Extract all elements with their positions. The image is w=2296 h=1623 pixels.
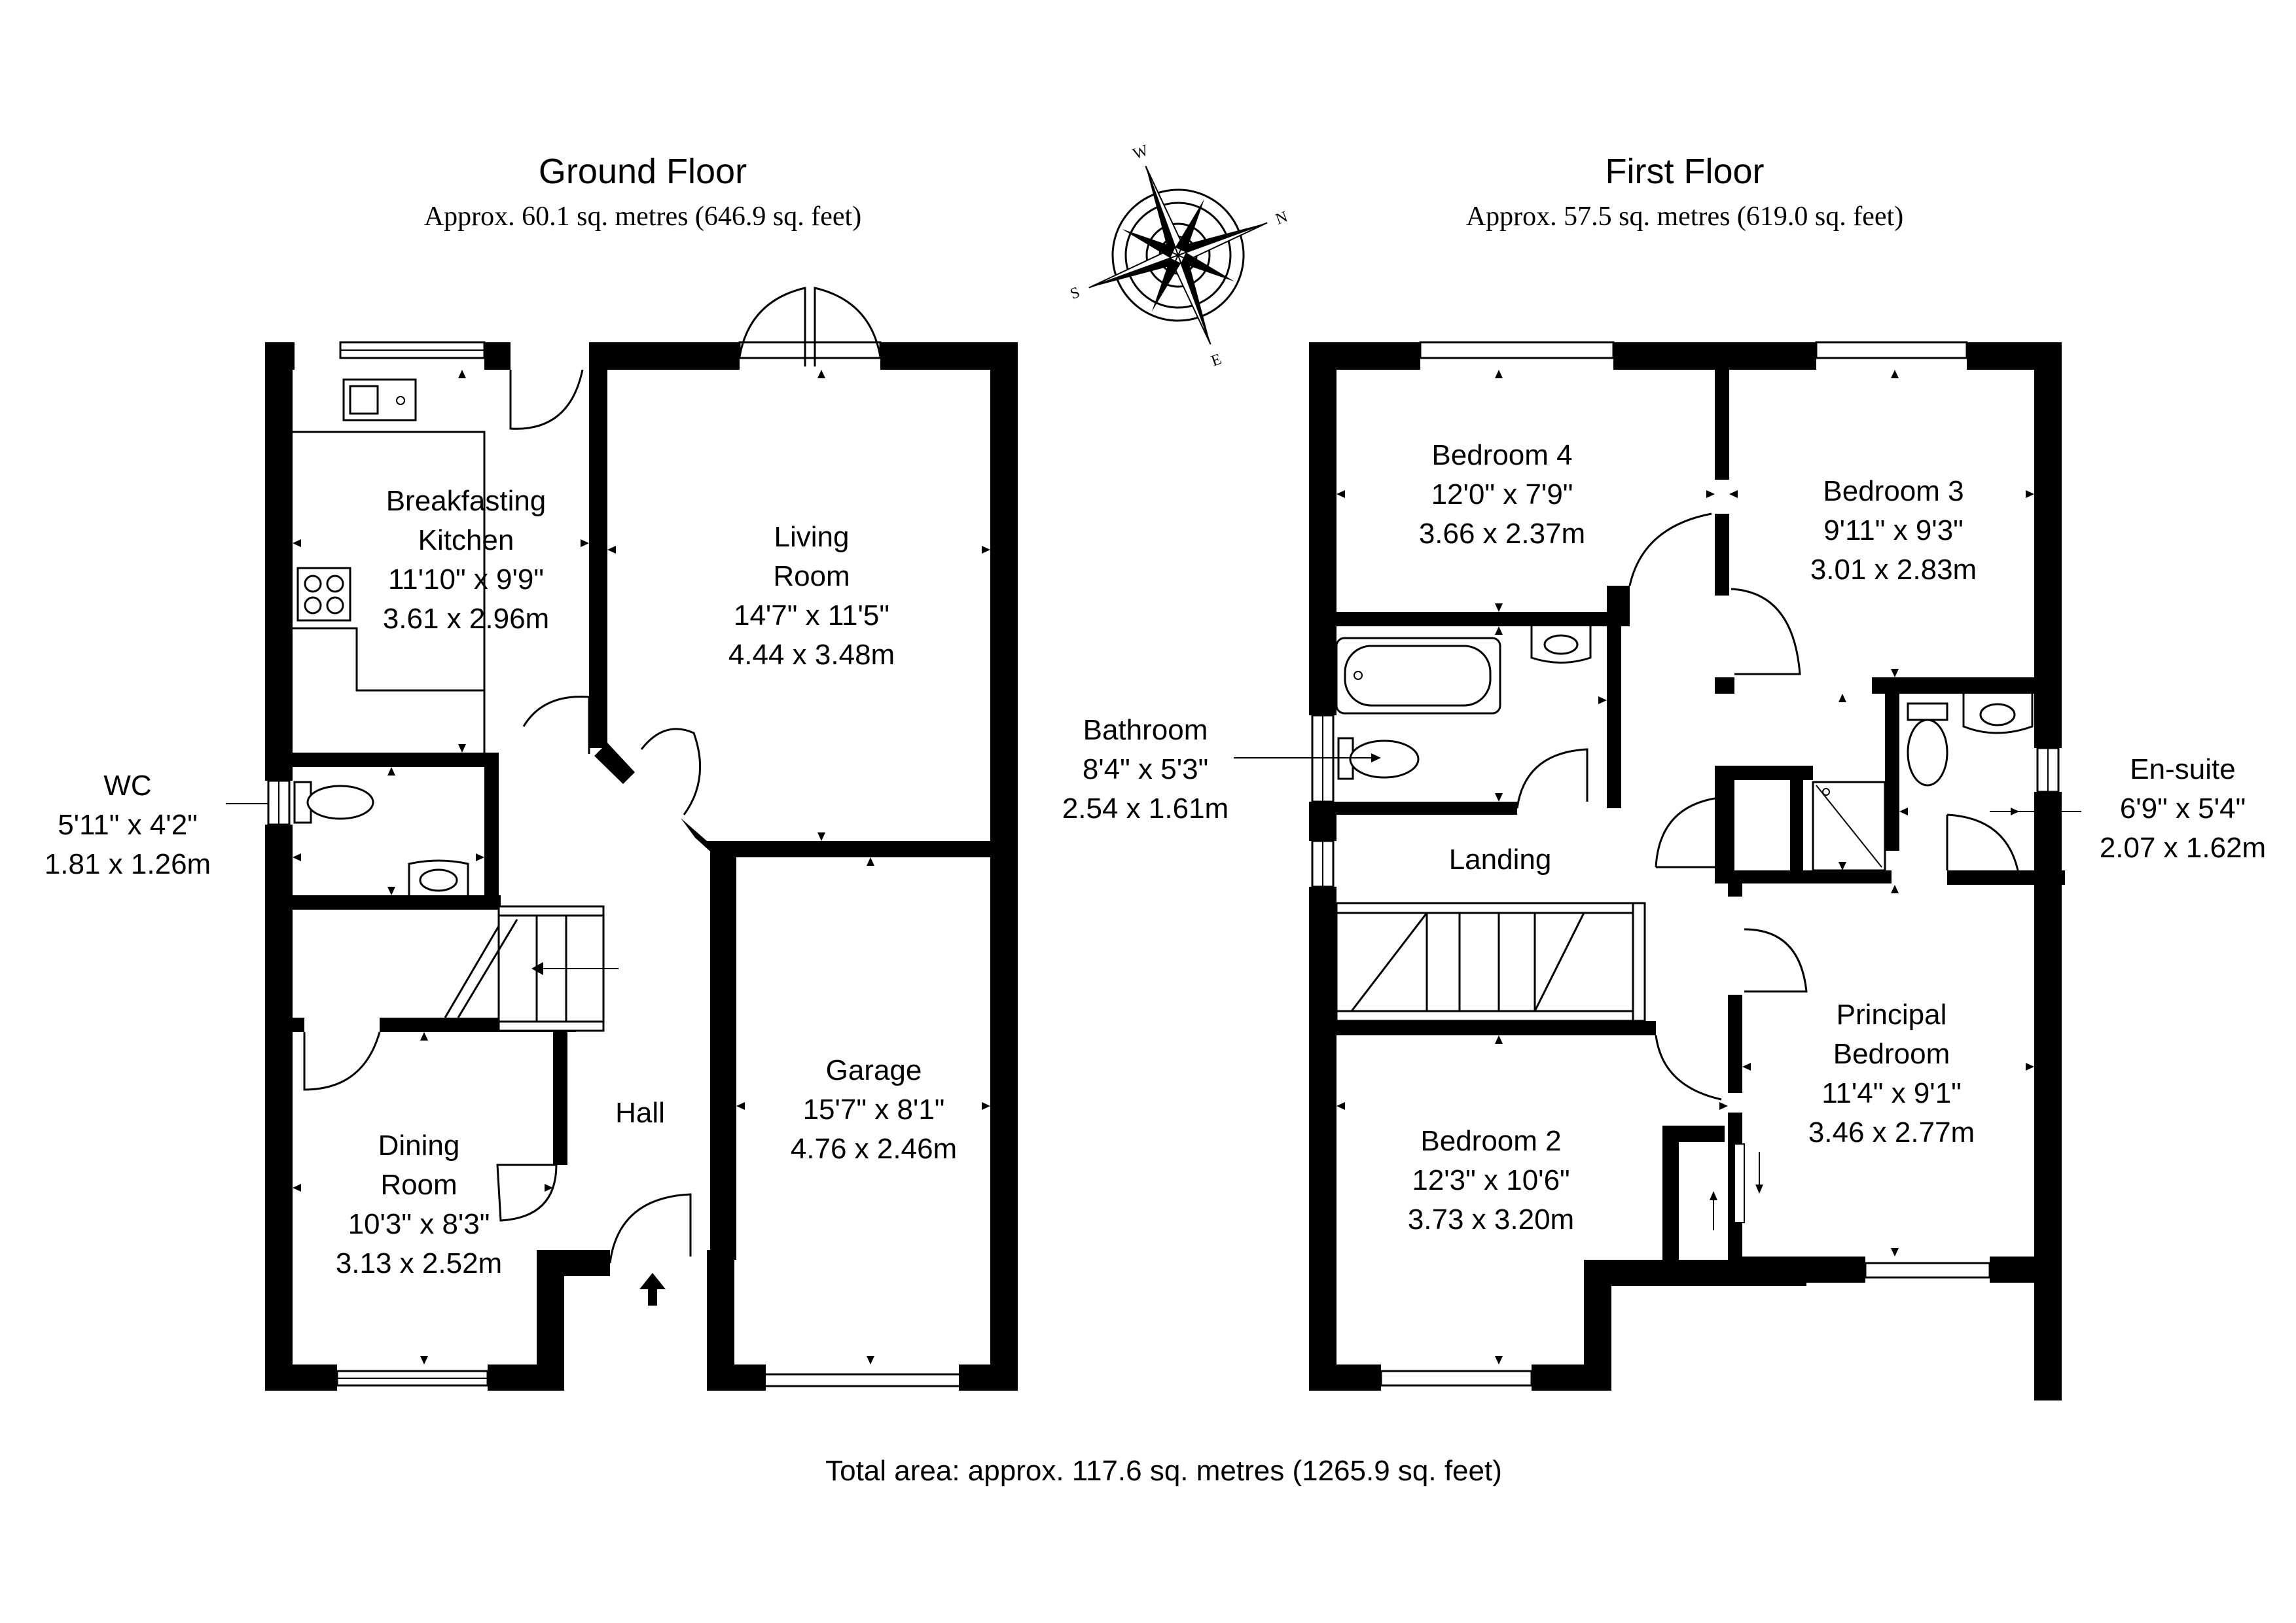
ensuite-imperial: 6'9" x 5'4": [2120, 793, 2246, 825]
principal-label: Principal Bedroom 11'4" x 9'1" 3.46 x 2.…: [1808, 999, 1975, 1149]
ensuite-metric: 2.07 x 1.62m: [2100, 832, 2266, 864]
bedroom3-imperial: 9'11" x 9'3": [1823, 514, 1964, 546]
ensuite-name: En-suite: [2130, 753, 2235, 785]
compass-n: N: [1274, 208, 1290, 228]
bedroom2-name: Bedroom 2: [1420, 1125, 1561, 1157]
bedroom4-label: Bedroom 4 12'0" x 7'9" 3.66 x 2.37m: [1419, 439, 1585, 550]
garage-name: Garage: [826, 1054, 922, 1086]
kitchen-imperial: 11'10" x 9'9": [388, 563, 544, 596]
ground-floor-windows: [267, 341, 959, 1387]
ground-floor-dimension-arrows: [293, 370, 990, 1364]
bedroom4-name: Bedroom 4: [1431, 439, 1572, 471]
kitchen-label: Breakfasting Kitchen 11'10" x 9'9" 3.61 …: [383, 485, 549, 635]
dining-name-line1: Dining: [378, 1130, 460, 1162]
ensuite-label: En-suite 6'9" x 5'4" 2.07 x 1.62m: [2100, 753, 2266, 864]
bathroom-name: Bathroom: [1083, 714, 1208, 746]
compass-e: E: [1209, 351, 1224, 370]
bedroom2-label: Bedroom 2 12'3" x 10'6" 3.73 x 3.20m: [1408, 1125, 1574, 1236]
wc-name: WC: [103, 770, 151, 802]
dining-name-line2: Room: [380, 1169, 457, 1201]
first-floor-fixtures: [1335, 626, 2034, 1230]
ground-floor-fixtures: [293, 378, 666, 1306]
first-floor-title: First Floor: [1605, 152, 1765, 191]
compass-w: W: [1131, 142, 1151, 163]
bathroom-imperial: 8'4" x 5'3": [1083, 753, 1208, 785]
dining-imperial: 10'3" x 8'3": [348, 1208, 490, 1240]
principal-imperial: 11'4" x 9'1": [1821, 1077, 1962, 1109]
wc-label: WC 5'11" x 4'2" 1.81 x 1.26m: [45, 770, 211, 880]
living-name-line1: Living: [774, 521, 850, 553]
bedroom3-label: Bedroom 3 9'11" x 9'3" 3.01 x 2.83m: [1810, 475, 1977, 586]
garage-label: Garage 15'7" x 8'1" 4.76 x 2.46m: [791, 1054, 957, 1165]
dining-metric: 3.13 x 2.52m: [336, 1247, 502, 1279]
compass-s: S: [1068, 284, 1082, 303]
garage-imperial: 15'7" x 8'1": [803, 1094, 945, 1126]
ground-floor-title: Ground Floor: [539, 152, 747, 191]
ground-floor-area: Approx. 60.1 sq. metres (646.9 sq. feet): [424, 202, 861, 232]
bedroom2-metric: 3.73 x 3.20m: [1408, 1204, 1574, 1236]
living-metric: 4.44 x 3.48m: [728, 639, 895, 671]
hall-name: Hall: [615, 1097, 665, 1129]
bathroom-label: Bathroom 8'4" x 5'3" 2.54 x 1.61m: [1062, 714, 1229, 825]
kitchen-metric: 3.61 x 2.96m: [383, 603, 549, 635]
garage-metric: 4.76 x 2.46m: [791, 1133, 957, 1165]
compass-rose: W E N S: [1068, 142, 1290, 370]
principal-name-line2: Bedroom: [1833, 1038, 1950, 1070]
first-floor-area: Approx. 57.5 sq. metres (619.0 sq. feet): [1466, 202, 1903, 232]
dining-label: Dining Room 10'3" x 8'3" 3.13 x 2.52m: [336, 1130, 502, 1279]
kitchen-name-line1: Breakfasting: [386, 485, 547, 517]
ground-floor-doors: [303, 287, 882, 1264]
first-floor-windows: [1311, 341, 2060, 1387]
principal-metric: 3.46 x 2.77m: [1808, 1116, 1975, 1149]
first-floor-doors: [1516, 512, 2020, 1223]
bedroom4-imperial: 12'0" x 7'9": [1431, 478, 1573, 510]
total-area: Total area: approx. 117.6 sq. metres (12…: [825, 1455, 1502, 1487]
callout-lines: [1234, 753, 2081, 812]
bedroom2-imperial: 12'3" x 10'6": [1412, 1164, 1570, 1196]
bedroom4-metric: 3.66 x 2.37m: [1419, 518, 1585, 550]
landing-name: Landing: [1449, 844, 1552, 876]
kitchen-name-line2: Kitchen: [418, 524, 514, 556]
first-floor-walls: [1309, 342, 2065, 1400]
wc-imperial: 5'11" x 4'2": [58, 809, 198, 841]
first-floor-dimension-arrows: [1336, 370, 2034, 1364]
living-imperial: 14'7" x 11'5": [734, 599, 889, 632]
bedroom3-name: Bedroom 3: [1823, 475, 1964, 507]
wc-metric: 1.81 x 1.26m: [45, 848, 211, 880]
principal-name-line1: Principal: [1837, 999, 1947, 1031]
living-label: Living Room 14'7" x 11'5" 4.44 x 3.48m: [728, 521, 895, 671]
ground-floor-walls: [265, 342, 1018, 1391]
living-name-line2: Room: [773, 560, 850, 592]
bedroom3-metric: 3.01 x 2.83m: [1810, 554, 1977, 586]
bathroom-metric: 2.54 x 1.61m: [1062, 793, 1229, 825]
